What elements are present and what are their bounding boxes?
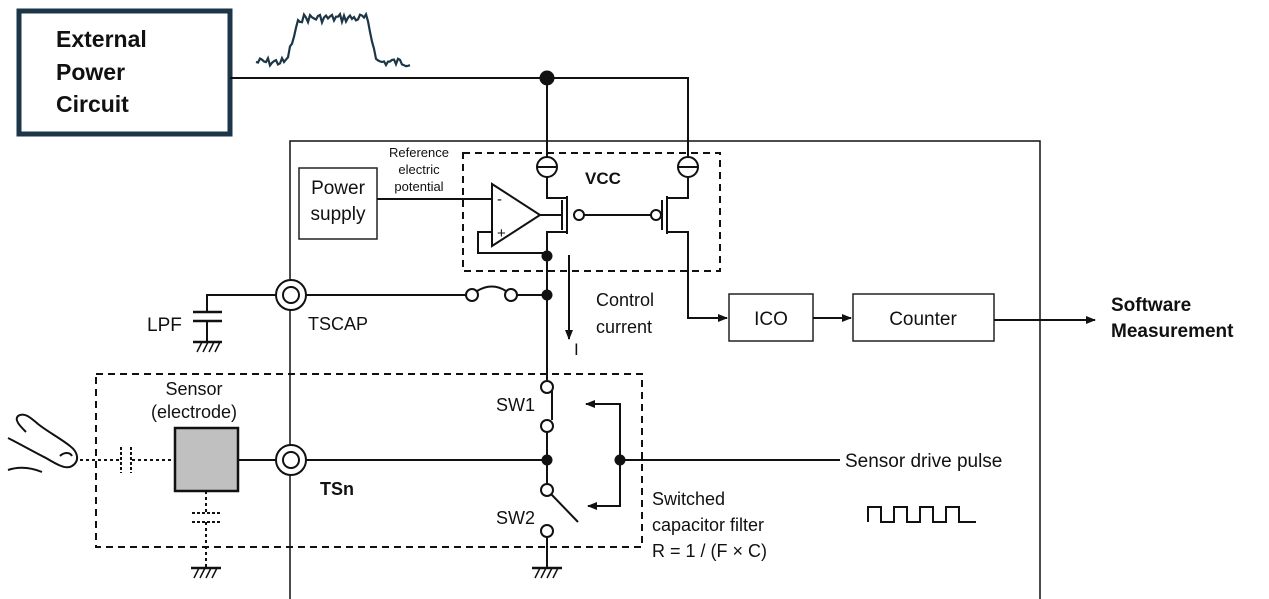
counter-label: Counter (889, 309, 957, 330)
tscap-label: TSCAP (308, 314, 368, 334)
software-measurement-label-2: Measurement (1111, 321, 1234, 342)
opamp-feedback-wire (477, 231, 547, 254)
tscap-terminal-icon (275, 279, 307, 311)
switched-capacitor-label-2: capacitor filter (652, 515, 764, 535)
tscap-switch-contact-1 (465, 288, 479, 302)
control-current-label-2: current (596, 317, 652, 337)
finger-icon (7, 413, 78, 473)
power-supply-label-2: supply (311, 204, 366, 225)
opamp-plus-label: + (497, 225, 506, 242)
sw2-contact-bottom (540, 524, 554, 538)
power-supply-label-1: Power (311, 178, 366, 199)
sw2-label: SW2 (496, 508, 535, 528)
external-power-circuit-box (16, 8, 233, 137)
control-current-label-1: Control (596, 290, 654, 310)
sw1-control-arrow (585, 400, 621, 460)
power-supply-box (298, 167, 378, 240)
external-power-label-3: Circuit (56, 91, 129, 117)
power-junction-dot (539, 70, 555, 86)
sensor-drive-pulse-label: Sensor drive pulse (845, 451, 1002, 472)
power-line (230, 77, 689, 157)
square-wave-icon (867, 506, 976, 523)
chip-boundary (289, 140, 1041, 599)
lpf-wire (206, 294, 276, 311)
reference-label-3: potential (394, 179, 443, 194)
sw1-contact-bottom (540, 419, 554, 433)
sensor-electrode (173, 426, 240, 493)
lpf-ground-icon (193, 340, 222, 353)
sensor-ground-icon (191, 566, 221, 579)
tscap-switch-contact-2 (504, 288, 518, 302)
tscap-switch-arm (476, 285, 507, 292)
sensor-label-1: Sensor (165, 379, 222, 399)
sw2-contact-top (540, 483, 554, 497)
external-power-label-1: External (56, 26, 147, 52)
vcc-label: VCC (585, 169, 621, 188)
current-source-right-icon (677, 156, 699, 178)
sw2-ground-icon (532, 566, 562, 579)
op-amp-icon (491, 182, 542, 248)
reference-label-1: Reference (389, 145, 449, 160)
counter-box (852, 293, 995, 342)
sw1-contact-top (540, 380, 554, 394)
sw1-label: SW1 (496, 395, 535, 415)
ico-label: ICO (754, 309, 788, 330)
opamp-minus-label: - (497, 191, 502, 208)
ico-box (728, 293, 814, 342)
switched-capacitor-label-1: Switched (652, 489, 725, 509)
vcc-block (462, 152, 721, 272)
current-symbol: I (574, 340, 579, 359)
switched-capacitor-label-3: R = 1 / (F × C) (652, 541, 767, 561)
noisy-power-waveform-icon (255, 11, 411, 68)
software-measurement-label-1: Software (1111, 295, 1191, 316)
external-power-label-2: Power (56, 59, 125, 85)
tsn-label: TSn (320, 479, 354, 499)
pmos-transistor-left-icon (546, 187, 585, 256)
sw2-control-arrow (587, 460, 621, 510)
pmos-transistor-right-icon (650, 187, 728, 322)
current-source-left-icon (536, 156, 558, 178)
tsn-terminal-icon (275, 444, 307, 476)
reference-label-2: electric (398, 162, 440, 177)
lpf-label: LPF (147, 315, 182, 336)
sw2-blade (550, 493, 579, 523)
sensor-label-2: (electrode) (151, 402, 237, 422)
